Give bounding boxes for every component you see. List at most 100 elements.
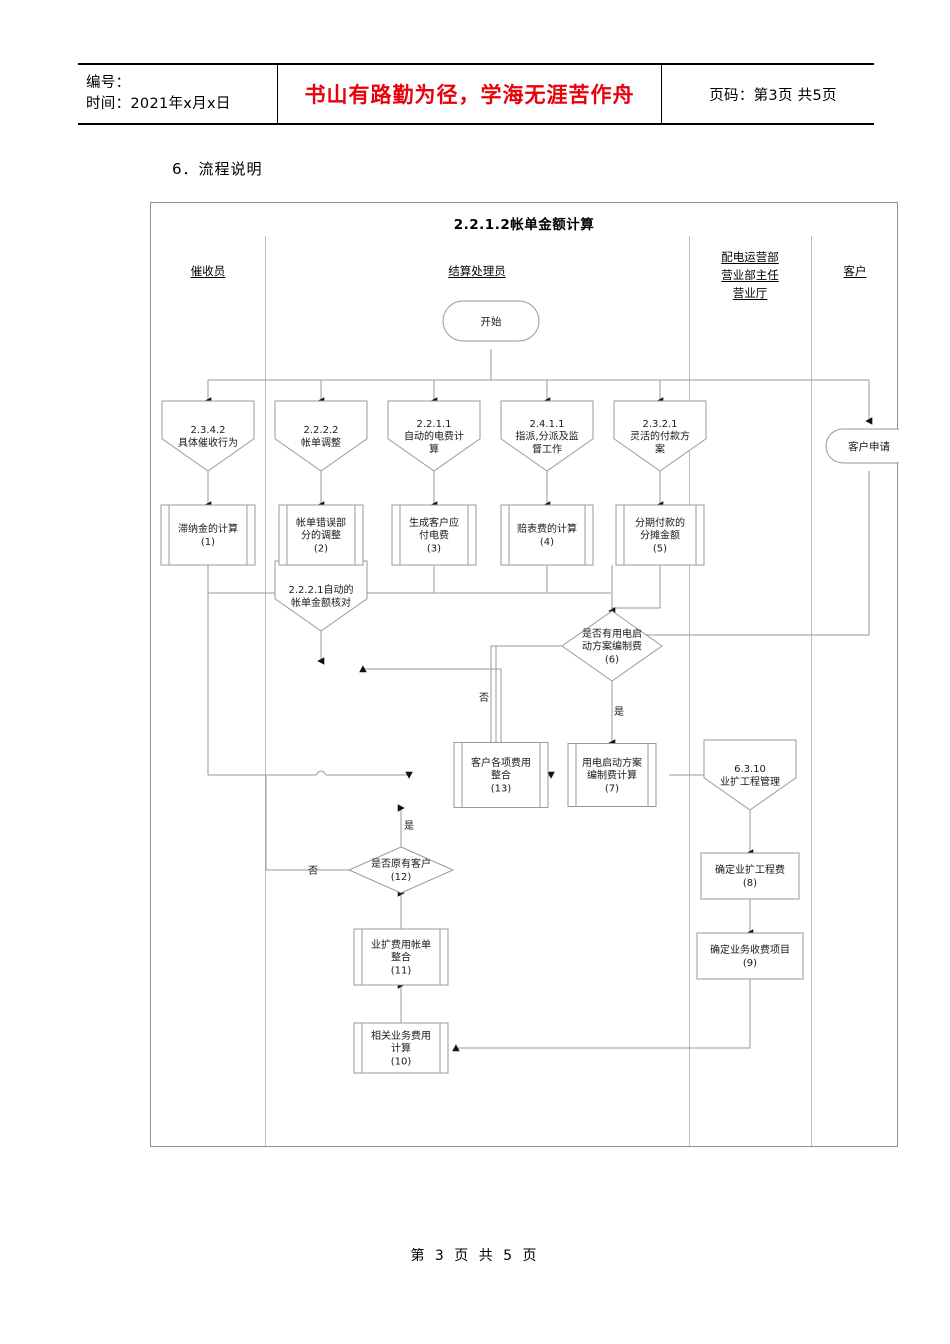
flow-node-ref-2222-text-line-1: 2.2.2.2 [304, 425, 339, 436]
flow-node-ref-2321-text-line-3: 案 [655, 442, 665, 455]
flow-node-p2-text-line-3: (2) [314, 543, 328, 554]
flow-node-ref-2411-text-line-1: 2.4.1.1 [530, 419, 565, 430]
flow-node-p10-text-line-3: (10) [391, 1056, 412, 1067]
flow-node-d12-text-line-1: 是否原有客户 [371, 857, 431, 870]
flow-node-p2-text-line-1: 帐单错误部 [296, 516, 346, 529]
flow-node-ref-2342-text-line-2: 具体催收行为 [178, 436, 238, 449]
section-heading: 6．流程说明 [172, 160, 263, 178]
flow-node-p7-text-line-1: 用电启动方案 [582, 756, 642, 769]
flow-node-p10-text-line-2: 计算 [391, 1042, 411, 1055]
flow-node-ref-2222[interactable] [274, 400, 368, 472]
flow-node-p4-text-line-2: (4) [540, 537, 554, 548]
flow-node-p7[interactable] [567, 743, 657, 807]
flow-node-p1-text-line-1: 滞纳金的计算 [178, 522, 238, 535]
page-header-table: 编号： 时间：2021年x月x日 书山有路勤为径，学海无涯苦作舟 页码：第3页 … [78, 63, 874, 125]
header-slogan-cell: 书山有路勤为径，学海无涯苦作舟 [278, 65, 662, 123]
header-slogan: 书山有路勤为径，学海无涯苦作舟 [304, 82, 635, 107]
flow-node-ref-2411-text-line-3: 督工作 [532, 442, 562, 455]
flow-node-customer-request-text-line-1: 客户申请 [848, 440, 890, 453]
flow-node-p4-text-line-1: 赔表费的计算 [517, 522, 577, 535]
flow-node-p2-text-line-2: 分的调整 [301, 529, 341, 542]
flow-node-p3-text-line-1: 生成客户应 [409, 516, 459, 529]
flow-node-p13-text-line-1: 客户各项费用 [471, 756, 531, 769]
flow-node-d6-text-line-3: (6) [605, 654, 619, 665]
flow-node-p3[interactable] [391, 504, 477, 566]
flow-node-start[interactable] [442, 300, 540, 342]
lane-label-distribution-1: 配电运营部 [721, 250, 779, 264]
flow-node-ref-22221-text-line-1: 2.2.2.1自动的 [289, 583, 354, 596]
lane-divider-2 [689, 236, 690, 1146]
flow-node-d12[interactable] [347, 846, 455, 894]
flow-node-p1-text-line-2: (1) [201, 537, 215, 548]
flow-node-ref-2211-text-line-2: 自动的电费计 [404, 430, 464, 443]
flow-node-p5-text-line-3: (5) [653, 543, 667, 554]
lane-label-collector: 催收员 [190, 264, 226, 278]
lane-header-customer: 客户 [811, 263, 899, 281]
lane-header-settlement: 结算处理员 [265, 263, 689, 281]
flow-node-start-text-line-1: 开始 [481, 315, 502, 328]
flowchart-frame: 2.2.1.2帐单金额计算 催收员 结算处理员 配电运营部 营业部主任 营业厅 … [150, 202, 899, 1147]
flow-node-ref-2342[interactable] [161, 400, 255, 472]
flow-node-p8-text-line-1: 确定业扩工程费 [715, 863, 785, 876]
flow-node-p9-text-line-2: (9) [743, 958, 757, 969]
lane-header-collector: 催收员 [151, 263, 265, 281]
flow-node-ref-2222-text-line-2: 帐单调整 [301, 436, 341, 449]
flow-node-d12-text-line-2: (12) [391, 872, 412, 883]
flow-node-p3-text-line-3: (3) [427, 543, 441, 554]
lane-header-distribution: 配电运营部 营业部主任 营业厅 [689, 249, 811, 302]
flow-node-ref-2342-text-line-1: 2.3.4.2 [191, 425, 226, 436]
header-page-cell: 页码：第3页 共5页 [662, 65, 874, 123]
flowchart-title: 2.2.1.2帐单金额计算 [453, 217, 595, 233]
edge-label-d6-no: 否 [479, 692, 489, 704]
flow-node-p2[interactable] [278, 504, 364, 566]
flow-node-p8-text-line-2: (8) [743, 878, 757, 889]
flow-node-p5-text-line-1: 分期付款的 [635, 516, 685, 529]
flow-node-d6[interactable] [561, 610, 663, 682]
flow-node-p8[interactable] [700, 852, 800, 900]
flow-node-ref-2211-text-line-3: 算 [429, 442, 439, 455]
lane-divider-3 [811, 236, 812, 1146]
header-id-time-cell: 编号： 时间：2021年x月x日 [78, 65, 278, 123]
flow-node-ref-6310-text-line-1: 6.3.10 [734, 764, 766, 775]
flow-node-p7-text-line-2: 编制费计算 [587, 769, 637, 782]
lane-label-distribution-3: 营业厅 [732, 285, 768, 300]
flow-node-p1[interactable] [160, 504, 256, 566]
flow-node-p5-text-line-2: 分摊金额 [640, 529, 680, 542]
flow-node-p9-text-line-1: 确定业务收费项目 [710, 943, 790, 956]
flow-node-p13[interactable] [453, 742, 549, 808]
lane-label-customer: 客户 [843, 264, 867, 278]
edge-label-d12-no: 否 [308, 865, 318, 877]
header-time-label: 时间：2021年x月x日 [86, 96, 231, 112]
lane-label-settlement: 结算处理员 [448, 264, 506, 278]
flow-node-customer-request[interactable] [825, 428, 899, 464]
flow-node-ref-2211[interactable] [387, 400, 481, 472]
flow-node-p9[interactable] [696, 932, 804, 980]
flow-node-p11-text-line-2: 整合 [391, 951, 411, 964]
flow-node-ref-6310[interactable] [703, 739, 797, 811]
flow-node-p7-text-line-3: (7) [605, 783, 619, 794]
flow-node-p5[interactable] [615, 504, 705, 566]
flow-node-p11-text-line-1: 业扩费用帐单 [371, 938, 431, 951]
flow-node-p10[interactable] [353, 1022, 449, 1074]
edge-label-d12-yes: 是 [404, 820, 414, 832]
flow-node-ref-2211-text-line-1: 2.2.1.1 [417, 419, 452, 430]
flow-node-ref-2321[interactable] [613, 400, 707, 472]
flow-node-d6-text-line-1: 是否有用电启 [582, 627, 642, 640]
flow-node-ref-6310-text-line-2: 业扩工程管理 [720, 775, 780, 788]
lane-divider-1 [265, 236, 266, 1146]
flow-node-p11-text-line-3: (11) [391, 965, 412, 976]
flow-node-p3-text-line-2: 付电费 [419, 529, 449, 542]
header-page-label: 页码：第3页 共5页 [709, 87, 837, 104]
page-footer: 第 3 页 共 5 页 [410, 1248, 540, 1264]
header-number-label: 编号： [86, 74, 131, 91]
flow-node-p4[interactable] [500, 504, 594, 566]
flow-node-ref-2411[interactable] [500, 400, 594, 472]
flow-node-d6-text-line-2: 动方案编制费 [582, 640, 642, 653]
flow-node-p11[interactable] [353, 928, 449, 986]
flow-node-p13-text-line-2: 整合 [491, 769, 511, 782]
flow-node-ref-2321-text-line-1: 2.3.2.1 [643, 419, 678, 430]
edge-label-d6-yes: 是 [614, 706, 624, 718]
flow-node-ref-2411-text-line-2: 指派,分派及监 [515, 430, 578, 443]
lane-label-distribution-2: 营业部主任 [721, 267, 779, 282]
flow-node-ref-22221-text-line-2: 帐单金额核对 [291, 596, 351, 609]
